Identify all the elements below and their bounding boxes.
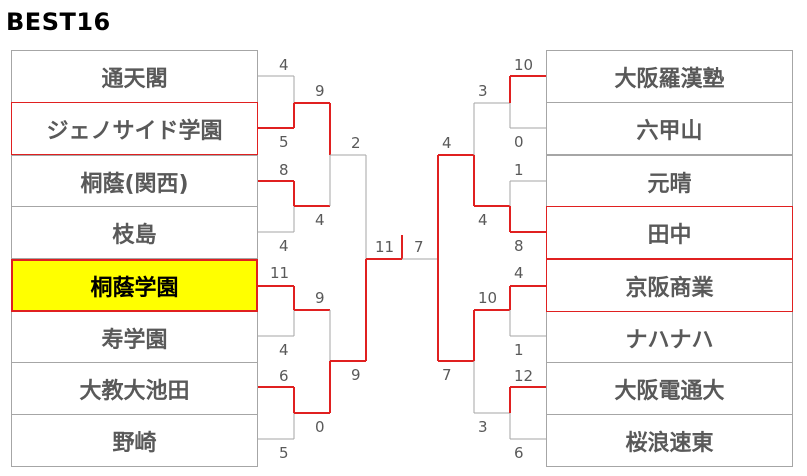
team-right-5: 京阪商業 (546, 259, 793, 312)
score-right-r1-4: 8 (514, 237, 524, 255)
score-final-left: 11 (375, 238, 395, 256)
score-right-r3-1: 4 (442, 134, 452, 152)
team-left-4: 枝島 (11, 206, 258, 259)
score-right-r1-1: 10 (514, 56, 534, 74)
score-final-right: 7 (414, 238, 424, 256)
score-right-r1-3: 1 (514, 161, 524, 179)
team-left-3: 桐蔭(関西) (11, 155, 258, 208)
team-right-8: 桜浪速東 (546, 414, 793, 467)
score-left-r1-2: 5 (279, 133, 289, 151)
score-left-r1-7: 6 (279, 367, 289, 385)
team-left-7: 大教大池田 (11, 362, 258, 415)
score-right-r2-1: 3 (478, 82, 488, 100)
score-left-r1-6: 4 (279, 341, 289, 359)
team-left-8: 野崎 (11, 414, 258, 467)
team-left-1: 通天閣 (11, 50, 258, 103)
team-right-2: 六甲山 (546, 102, 793, 155)
score-left-r2-2: 4 (315, 211, 325, 229)
team-right-6: ナハナハ (546, 311, 793, 364)
team-right-1: 大阪羅漢塾 (546, 50, 793, 103)
score-right-r3-2: 7 (442, 366, 452, 384)
score-left-r3-1: 2 (351, 134, 361, 152)
score-left-r1-3: 8 (279, 161, 289, 179)
score-left-r3-2: 9 (351, 366, 361, 384)
page-title: BEST16 (6, 8, 111, 36)
score-right-r2-4: 3 (478, 418, 488, 436)
team-right-4: 田中 (546, 206, 793, 259)
score-left-r1-1: 4 (279, 56, 289, 74)
score-right-r1-8: 6 (514, 444, 524, 462)
score-left-r1-4: 4 (279, 237, 289, 255)
score-right-r2-2: 4 (478, 211, 488, 229)
score-left-r2-1: 9 (315, 82, 325, 100)
team-right-7: 大阪電通大 (546, 362, 793, 415)
score-left-r1-5: 11 (270, 264, 290, 282)
score-right-r1-5: 4 (514, 264, 524, 282)
score-left-r1-8: 5 (279, 444, 289, 462)
score-right-r1-2: 0 (514, 133, 524, 151)
score-left-r2-3: 9 (315, 289, 325, 307)
score-right-r2-3: 10 (478, 289, 498, 307)
score-right-r1-7: 12 (514, 367, 534, 385)
team-left-5-champion: 桐蔭学園 (11, 259, 258, 312)
score-left-r2-4: 0 (315, 418, 325, 436)
team-left-6: 寿学園 (11, 311, 258, 364)
team-left-2: ジェノサイド学園 (11, 102, 258, 155)
score-right-r1-6: 1 (514, 341, 524, 359)
team-right-3: 元晴 (546, 155, 793, 208)
